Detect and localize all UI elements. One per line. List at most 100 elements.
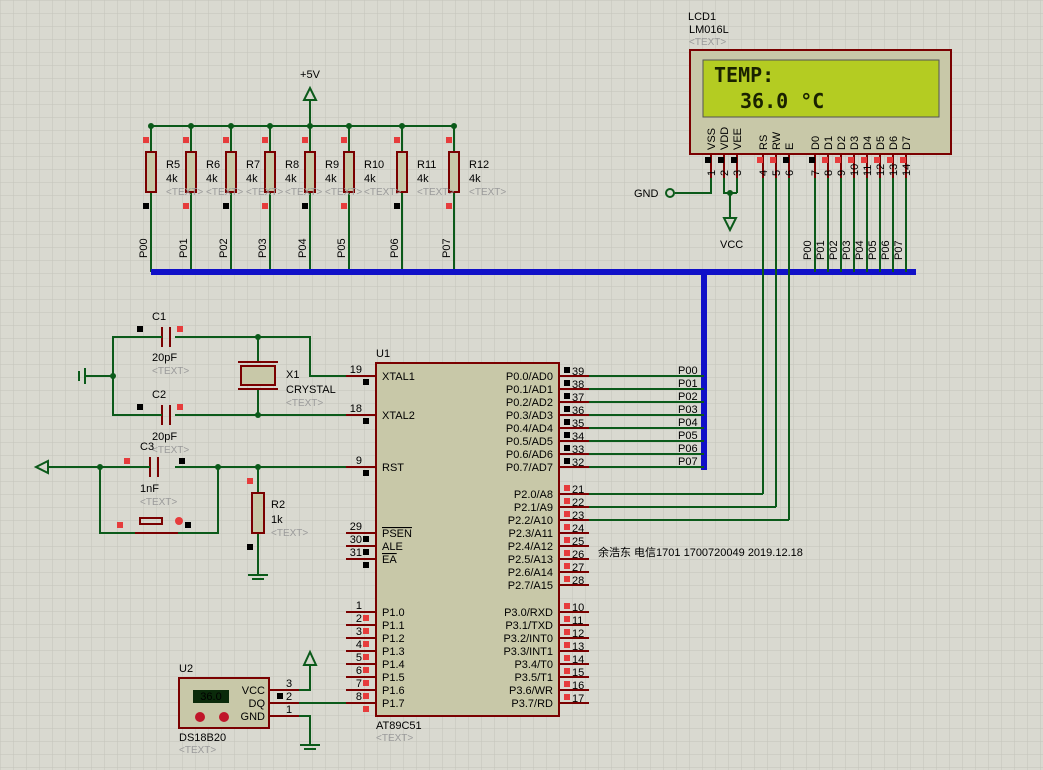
u1-pin-name: P3.7/RD bbox=[511, 698, 553, 710]
u1-pin-number: 34 bbox=[572, 431, 584, 443]
text-placeholder: <TEXT> bbox=[469, 187, 506, 198]
pin-marker-red bbox=[564, 576, 570, 582]
u1-pin-number: 27 bbox=[572, 562, 584, 574]
resistor-body bbox=[396, 151, 408, 193]
u1-pin-number: 21 bbox=[572, 484, 584, 496]
resistor-ref: R9 bbox=[325, 159, 339, 171]
text-placeholder: <TEXT> bbox=[364, 187, 401, 198]
lcd-pin-number: 6 bbox=[784, 170, 796, 176]
u2-ref: U2 bbox=[179, 663, 193, 675]
vcc-label: VCC bbox=[720, 239, 743, 251]
u1-pin-number: 31 bbox=[350, 547, 362, 559]
u1-pin-number: 8 bbox=[356, 691, 362, 703]
c3-ref: C3 bbox=[140, 441, 154, 453]
text-placeholder: <TEXT> bbox=[152, 366, 189, 377]
net-label: P02 bbox=[828, 240, 840, 260]
net-label: P01 bbox=[815, 240, 827, 260]
u1-pin-number: 1 bbox=[356, 600, 362, 612]
u1-pin-number: 26 bbox=[572, 549, 584, 561]
resistor-ref: R6 bbox=[206, 159, 220, 171]
text-placeholder: <TEXT> bbox=[246, 187, 283, 198]
u1-pin-number: 2 bbox=[356, 613, 362, 625]
lcd-pin-name: RS bbox=[758, 135, 770, 150]
u1-pin-name: P0.2/AD2 bbox=[506, 397, 553, 409]
lcd-pin-number: 14 bbox=[901, 164, 913, 176]
pin-marker-blue bbox=[564, 406, 570, 412]
text-placeholder: <TEXT> bbox=[689, 37, 726, 48]
lcd-gnd-wire bbox=[675, 178, 712, 194]
pin-marker-red bbox=[564, 550, 570, 556]
pin-marker-red bbox=[564, 498, 570, 504]
pin-marker-red bbox=[564, 485, 570, 491]
text-placeholder: <TEXT> bbox=[206, 187, 243, 198]
lcd-line-2: 36.0 °C bbox=[740, 89, 824, 113]
wires-layer bbox=[48, 100, 916, 750]
u2-pin-number: 3 bbox=[286, 678, 292, 690]
pin-marker-red bbox=[887, 157, 893, 163]
u1-pin-name: P3.4/T0 bbox=[514, 659, 553, 671]
lcd-pin-name: D5 bbox=[875, 136, 887, 150]
lcd-part: LM016L bbox=[689, 24, 729, 36]
resistor-value: 4k bbox=[285, 173, 297, 185]
u1-pin-number: 29 bbox=[350, 521, 362, 533]
u1-pin-number: 5 bbox=[356, 652, 362, 664]
pin-marker-blue bbox=[718, 157, 724, 163]
u1-pin-number: 30 bbox=[350, 534, 362, 546]
net-label: P06 bbox=[880, 240, 892, 260]
resistor-body bbox=[448, 151, 460, 193]
text-placeholder: <TEXT> bbox=[271, 528, 308, 539]
lcd-pin-name: RW bbox=[771, 131, 783, 150]
u1-pin-name: PSEN bbox=[382, 528, 412, 540]
u1-pin-number: 17 bbox=[572, 693, 584, 705]
u1-pin-number: 11 bbox=[572, 615, 583, 627]
resistor-ref: R12 bbox=[469, 159, 489, 171]
u1-pin-name: P2.3/A11 bbox=[509, 528, 553, 540]
u1-pin-name: P1.2 bbox=[382, 633, 405, 645]
pin-marker-blue bbox=[179, 458, 185, 464]
pin-marker-red bbox=[247, 478, 253, 484]
pin-marker-red bbox=[262, 203, 268, 209]
resistor-body bbox=[225, 151, 237, 193]
lcd-pin-number: 2 bbox=[719, 170, 731, 176]
u1-pin-number: 23 bbox=[572, 510, 584, 522]
resistor-ref: R7 bbox=[246, 159, 260, 171]
button-cap bbox=[139, 517, 163, 525]
net-label: P02 bbox=[678, 391, 698, 403]
lcd-pin-name: E bbox=[784, 143, 796, 150]
vcc-label: +5V bbox=[300, 69, 321, 81]
c1-value: 20pF bbox=[152, 352, 177, 364]
u1-pin-name: P2.7/A15 bbox=[508, 580, 553, 592]
net-label: P05 bbox=[678, 430, 698, 442]
pin-marker-red bbox=[848, 157, 854, 163]
u1-pin-number: 18 bbox=[350, 403, 362, 415]
resistor-ref: R10 bbox=[364, 159, 384, 171]
lcd-pin-number: 1 bbox=[706, 170, 718, 176]
u1-pin-name: P3.6/WR bbox=[509, 685, 553, 697]
resistor-value: 4k bbox=[246, 173, 258, 185]
lcd-pin-name: D0 bbox=[810, 136, 822, 150]
text-placeholder: <TEXT> bbox=[285, 187, 322, 198]
u1-pin-name: P3.2/INT0 bbox=[503, 633, 553, 645]
author-note: 余浩东 电信1701 1700720049 2019.12.18 bbox=[598, 545, 803, 559]
parts-layer bbox=[33, 49, 952, 729]
u2-button bbox=[195, 712, 205, 722]
u2-pin-number: 1 bbox=[286, 704, 292, 716]
x1-part: CRYSTAL bbox=[286, 384, 336, 396]
pin-marker-red bbox=[124, 458, 130, 464]
resistor-body bbox=[343, 151, 355, 193]
r2-body bbox=[251, 492, 265, 534]
u1-pin-number: 25 bbox=[572, 536, 584, 548]
u2-part: DS18B20 bbox=[179, 732, 226, 744]
pin-marker-blue bbox=[394, 203, 400, 209]
u2-display bbox=[193, 690, 229, 703]
c2-value: 20pF bbox=[152, 431, 177, 443]
pin-marker-red bbox=[363, 628, 369, 634]
lcd-pin-number: 13 bbox=[888, 164, 900, 176]
pin-marker-red bbox=[363, 615, 369, 621]
pin-marker-red bbox=[363, 693, 369, 699]
pin-marker-blue bbox=[137, 404, 143, 410]
u1-pin-number: 24 bbox=[572, 523, 584, 535]
lcd-ref: LCD1 bbox=[688, 11, 716, 23]
pin-marker-blue bbox=[783, 157, 789, 163]
